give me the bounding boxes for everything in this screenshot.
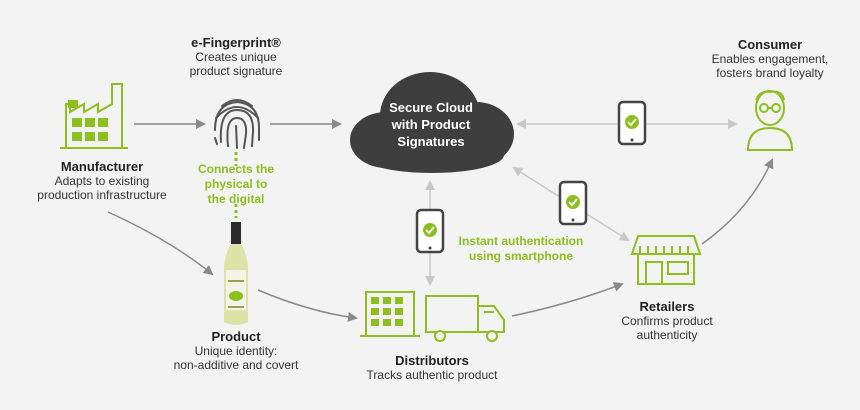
distributors-label: Distributors Tracks authentic product xyxy=(352,353,512,383)
smartphone-icon-retailers xyxy=(558,180,588,226)
manufacturer-desc-2: production infrastructure xyxy=(37,188,167,202)
manufacturer-title: Manufacturer xyxy=(60,159,144,174)
connects-label: Connects the physical to the digital xyxy=(176,162,296,207)
connects-line-1: Connects the xyxy=(197,162,274,176)
manufacturer-desc-1: Adapts to existing xyxy=(54,174,150,188)
cloud-icon xyxy=(350,72,514,173)
fingerprint-label: e-Fingerprint® Creates unique product si… xyxy=(152,35,320,79)
wine-bottle-icon xyxy=(224,222,248,325)
distributors-title: Distributors xyxy=(395,353,469,368)
truck-icon xyxy=(425,295,505,342)
arrow-product-to-distributors xyxy=(257,289,358,322)
instant-line-1: Instant authentication xyxy=(458,234,584,248)
arrow-manufacturer-to-product xyxy=(107,211,214,276)
store-icon xyxy=(630,235,702,285)
retailers-label: Retailers Confirms product authenticity xyxy=(592,299,742,343)
consumer-label: Consumer Enables engagement, fosters bra… xyxy=(690,37,850,81)
retailers-title: Retailers xyxy=(639,299,695,314)
connects-line-3: the digital xyxy=(207,192,265,206)
product-title: Product xyxy=(211,329,261,344)
arrow-distributors-to-retailers xyxy=(511,282,624,317)
smartphone-icon-distributors xyxy=(415,208,445,254)
factory-icon xyxy=(60,83,128,149)
fingerprint-title: e-Fingerprint® xyxy=(191,35,281,50)
product-label: Product Unique identity: non-additive an… xyxy=(156,329,316,373)
retailers-desc-1: Confirms product xyxy=(621,314,713,328)
consumer-desc-1: Enables engagement, xyxy=(711,52,829,66)
cloud-label: Secure Cloud with Product Signatures xyxy=(370,99,492,150)
cloud-line-2: with Product xyxy=(391,117,471,132)
fingerprint-icon xyxy=(214,99,260,149)
consumer-desc-2: fosters brand loyalty xyxy=(716,66,824,80)
instant-line-2: using smartphone xyxy=(468,249,573,263)
instant-auth-label: Instant authentication using smartphone xyxy=(450,234,592,264)
product-desc-1: Unique identity: xyxy=(194,344,278,358)
smartphone-icon xyxy=(617,100,647,146)
person-icon xyxy=(746,90,794,151)
connects-line-2: physical to xyxy=(204,177,268,191)
building-icon xyxy=(360,291,420,337)
arrow-retailers-to-consumer xyxy=(701,158,774,245)
fingerprint-desc-1: Creates unique xyxy=(195,50,277,64)
retailers-desc-2: authenticity xyxy=(636,328,698,342)
product-desc-2: non-additive and covert xyxy=(173,358,299,372)
consumer-title: Consumer xyxy=(737,37,803,52)
fingerprint-desc-2: product signature xyxy=(189,64,283,78)
distributors-desc-1: Tracks authentic product xyxy=(366,368,498,382)
cloud-line-3: Signatures xyxy=(397,134,465,149)
manufacturer-label: Manufacturer Adapts to existing producti… xyxy=(18,159,186,203)
cloud-line-1: Secure Cloud xyxy=(389,100,473,115)
